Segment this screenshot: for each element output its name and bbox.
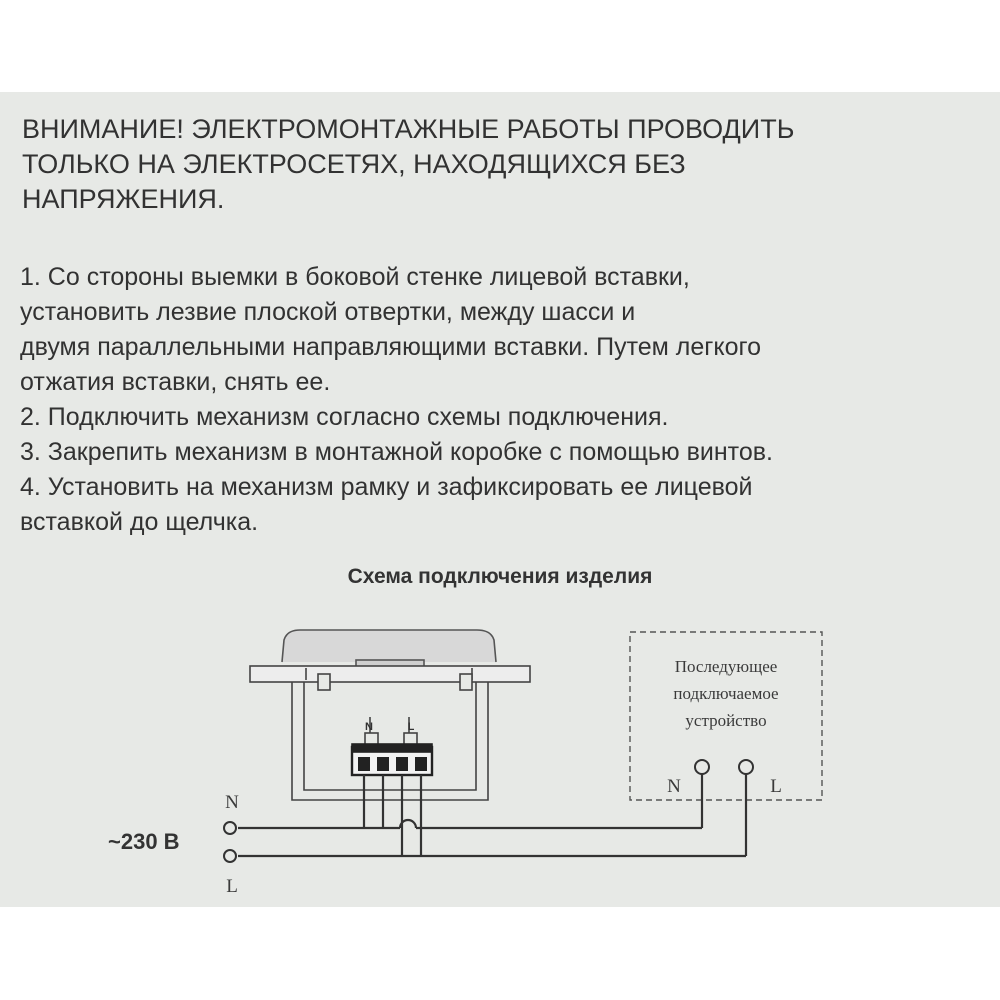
device-n-terminal: [694, 759, 710, 775]
installation-steps: 1. Со стороны выемки в боковой стенке ли…: [20, 260, 995, 540]
instruction-sheet: ВНИМАНИЕ! ЭЛЕКТРОМОНТАЖНЫЕ РАБОТЫ ПРОВОД…: [0, 92, 1000, 907]
device-label-line-1: Последующее: [675, 657, 778, 676]
terminal-n-label: N: [365, 721, 373, 733]
wiring-diagram: N L Последующее подключаемое устройство …: [108, 629, 823, 897]
device-n-label: N: [667, 776, 681, 797]
wiring-lines: [238, 773, 748, 858]
step-1: 1. Со стороны выемки в боковой стенке ли…: [20, 263, 761, 396]
step-2: 2. Подключить механизм согласно схемы по…: [20, 403, 669, 431]
supply-l-label: L: [226, 876, 238, 897]
device-l-terminal: [738, 759, 754, 775]
step-4: 4. Установить на механизм рамку и зафикс…: [20, 473, 753, 536]
safety-warning: ВНИМАНИЕ! ЭЛЕКТРОМОНТАЖНЫЕ РАБОТЫ ПРОВОД…: [22, 114, 795, 214]
device-l-label: L: [770, 776, 782, 797]
supply-n-label: N: [225, 792, 239, 813]
device-label-line-3: устройство: [685, 711, 766, 730]
supply-n-terminal: [223, 821, 237, 835]
device-label-line-2: подключаемое: [673, 684, 778, 703]
supply-l-terminal: [223, 849, 237, 863]
step-3: 3. Закрепить механизм в монтажной коробк…: [20, 438, 773, 466]
voltage-label: ~230 В: [108, 829, 180, 854]
diagram-title: Схема подключения изделия: [347, 565, 653, 588]
terminal-l-label: L: [408, 721, 415, 733]
mechanism-drawing: [249, 629, 531, 801]
device-box: [629, 631, 823, 801]
